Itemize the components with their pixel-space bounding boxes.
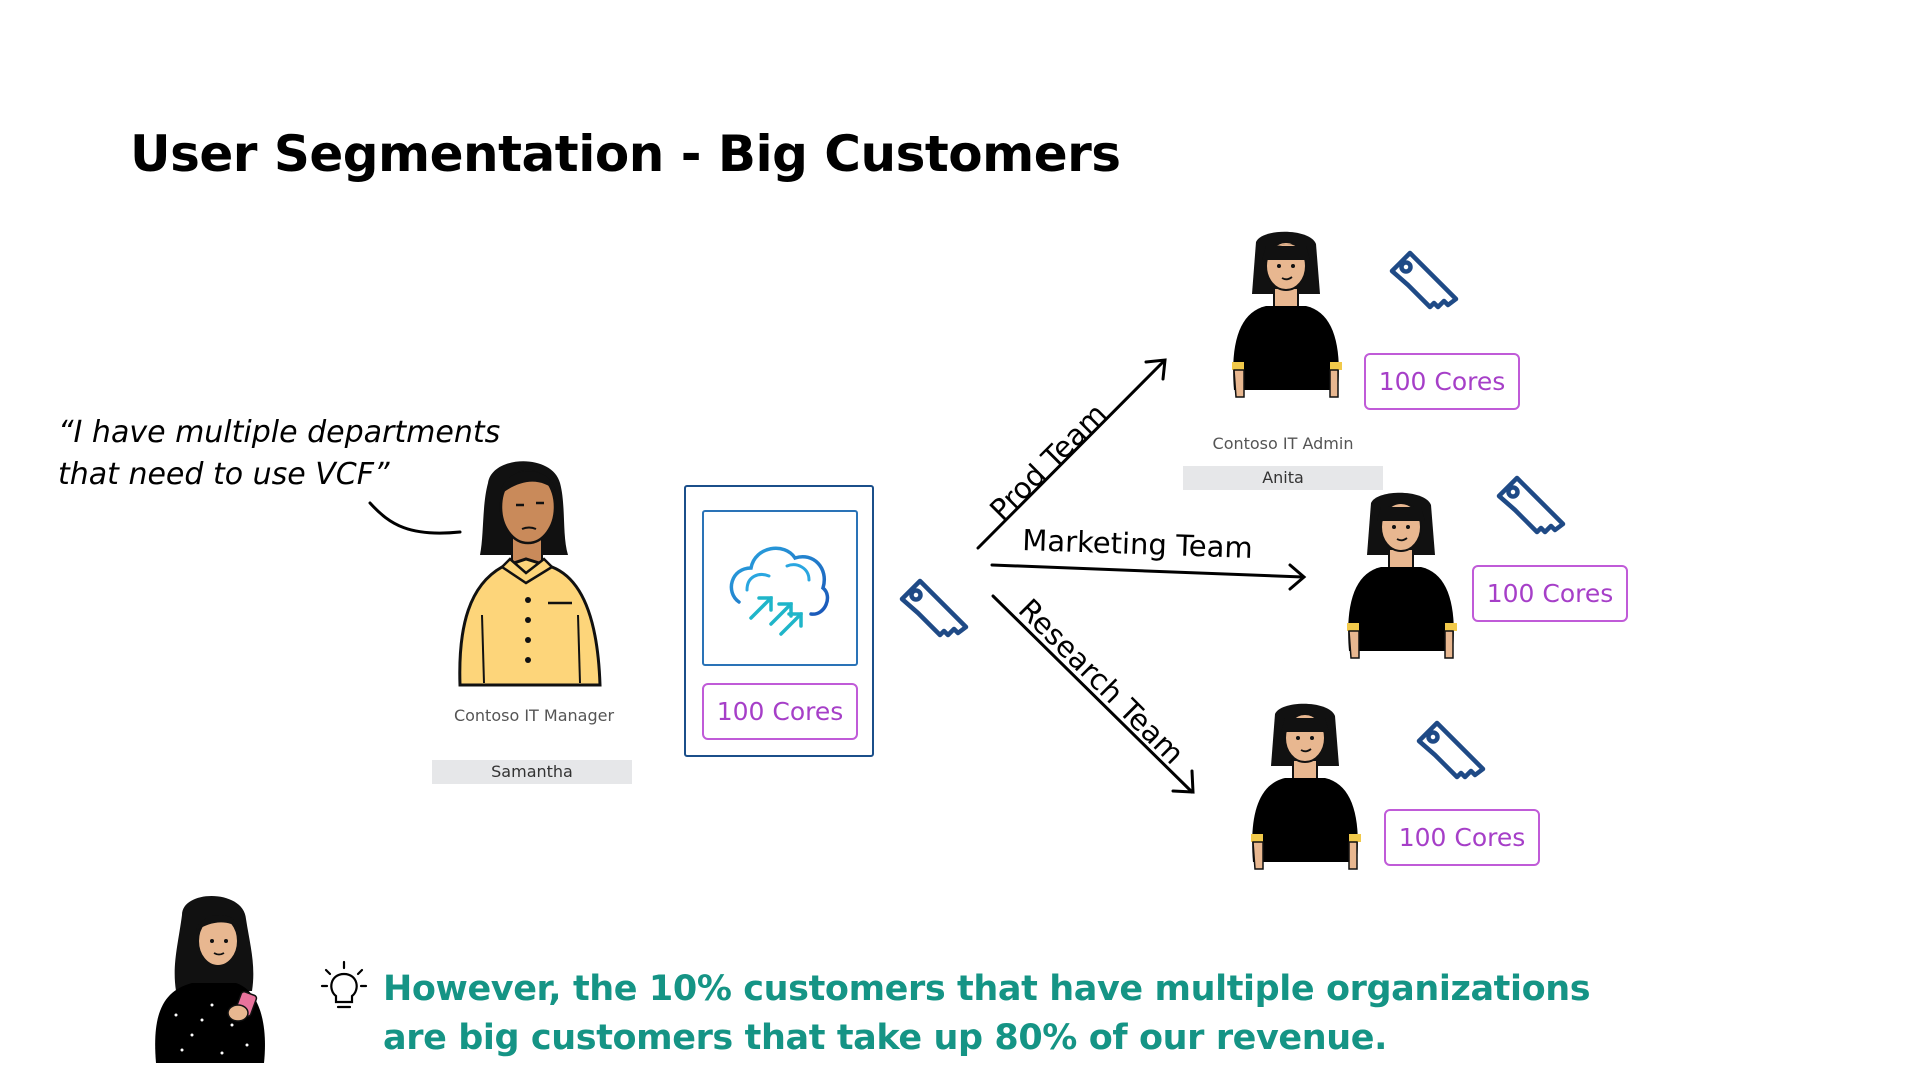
quote-line-1: “I have multiple departments <box>58 415 501 450</box>
admin-role: Contoso IT Admin <box>1212 434 1354 453</box>
team-cores-research: 100 Cores <box>1384 809 1540 866</box>
admin-avatar-3 <box>1251 703 1361 870</box>
key-icon <box>899 578 969 638</box>
key-icon-prod <box>1389 250 1459 310</box>
insight-text: However, the 10% customers that have mul… <box>383 965 1591 1063</box>
product-card <box>684 485 874 757</box>
presenter-avatar <box>155 895 265 1063</box>
product-icon-box <box>702 510 858 666</box>
admin-name: Anita <box>1183 466 1383 490</box>
team-arrows <box>976 358 1305 794</box>
manager-quote: “I have multiple departments that need t… <box>58 412 500 496</box>
arrow-prod <box>976 359 1166 550</box>
manager-avatar <box>458 461 602 687</box>
arrowhead-marketing <box>1288 563 1307 591</box>
arrow-marketing <box>990 563 1305 579</box>
key-icon-research <box>1416 720 1486 780</box>
manager-name: Samantha <box>432 760 632 784</box>
page-title: User Segmentation - Big Customers <box>130 125 1121 183</box>
admin-avatar-2 <box>1347 492 1457 659</box>
arrow-research <box>991 594 1194 794</box>
insight-line-2: are big customers that take up 80% of ou… <box>383 1018 1388 1058</box>
cloud-upload-icon <box>729 546 830 636</box>
lightbulb-icon <box>320 960 368 1009</box>
product-cores: 100 Cores <box>702 683 858 740</box>
quote-line-2: that need to use VCF” <box>58 457 390 492</box>
speech-tail <box>368 501 462 535</box>
insight-line-1: However, the 10% customers that have mul… <box>383 969 1591 1009</box>
team-cores-prod: 100 Cores <box>1364 353 1520 410</box>
admin-avatar-1 <box>1232 231 1342 398</box>
team-cores-marketing: 100 Cores <box>1472 565 1628 622</box>
manager-role: Contoso IT Manager <box>453 706 615 725</box>
key-icon-marketing <box>1496 475 1566 535</box>
